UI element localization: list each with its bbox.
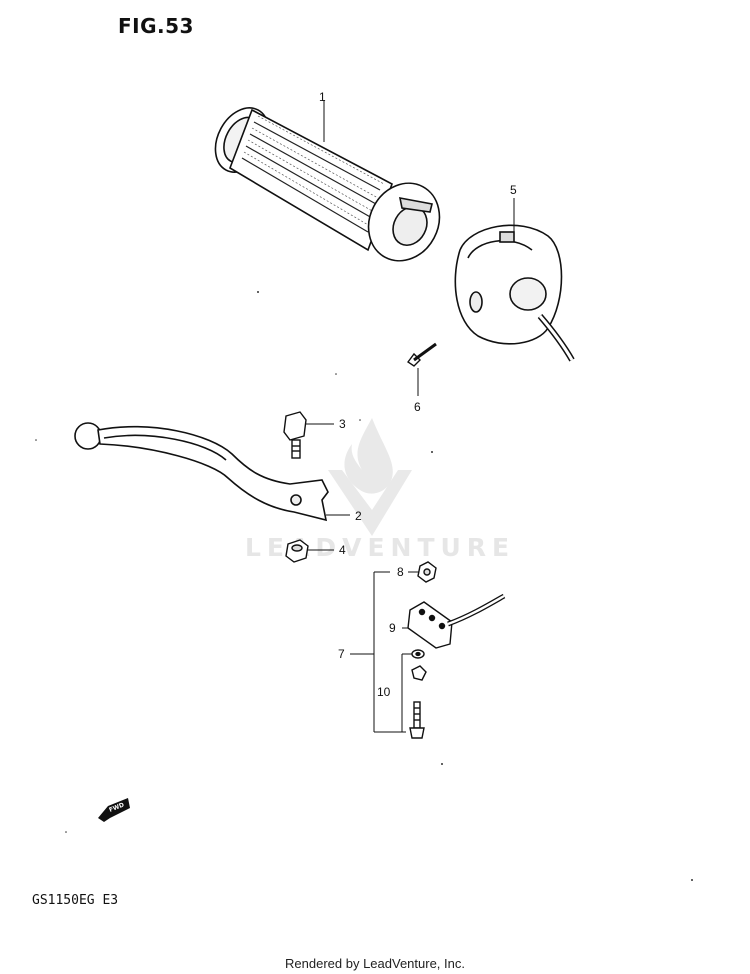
part-2-lever[interactable] — [74, 422, 329, 522]
part-1-grip[interactable] — [205, 99, 453, 274]
callout-6: 6 — [414, 400, 421, 414]
callout-9: 9 — [389, 621, 396, 635]
assembly-7-bracket — [350, 571, 420, 733]
callout-5: 5 — [510, 183, 517, 197]
part-6-screw[interactable] — [406, 342, 437, 367]
callout-1: 1 — [319, 90, 326, 104]
part-9-brake-switch[interactable] — [407, 593, 506, 649]
model-code: GS1150EG E3 — [32, 893, 119, 908]
fwd-arrow-icon: FWD — [98, 798, 130, 822]
footer-credit: Rendered by LeadVenture, Inc. — [285, 956, 465, 971]
callout-3: 3 — [339, 417, 346, 431]
watermark-logo-icon — [328, 418, 412, 536]
part-4-nut[interactable] — [285, 539, 309, 563]
callout-7: 7 — [338, 647, 345, 661]
figure-title: FIG.53 — [118, 14, 194, 38]
callout-2: 2 — [355, 509, 362, 523]
paper-specks — [35, 291, 693, 881]
part-8-adjuster[interactable] — [417, 561, 437, 583]
part-3-pivot-bolt[interactable] — [283, 411, 307, 459]
callout-4: 4 — [339, 543, 346, 557]
part-5-switch-housing[interactable] — [454, 224, 575, 362]
part-10-screw-set[interactable] — [409, 649, 427, 739]
callout-8: 8 — [397, 565, 404, 579]
callout-10: 10 — [377, 685, 391, 699]
